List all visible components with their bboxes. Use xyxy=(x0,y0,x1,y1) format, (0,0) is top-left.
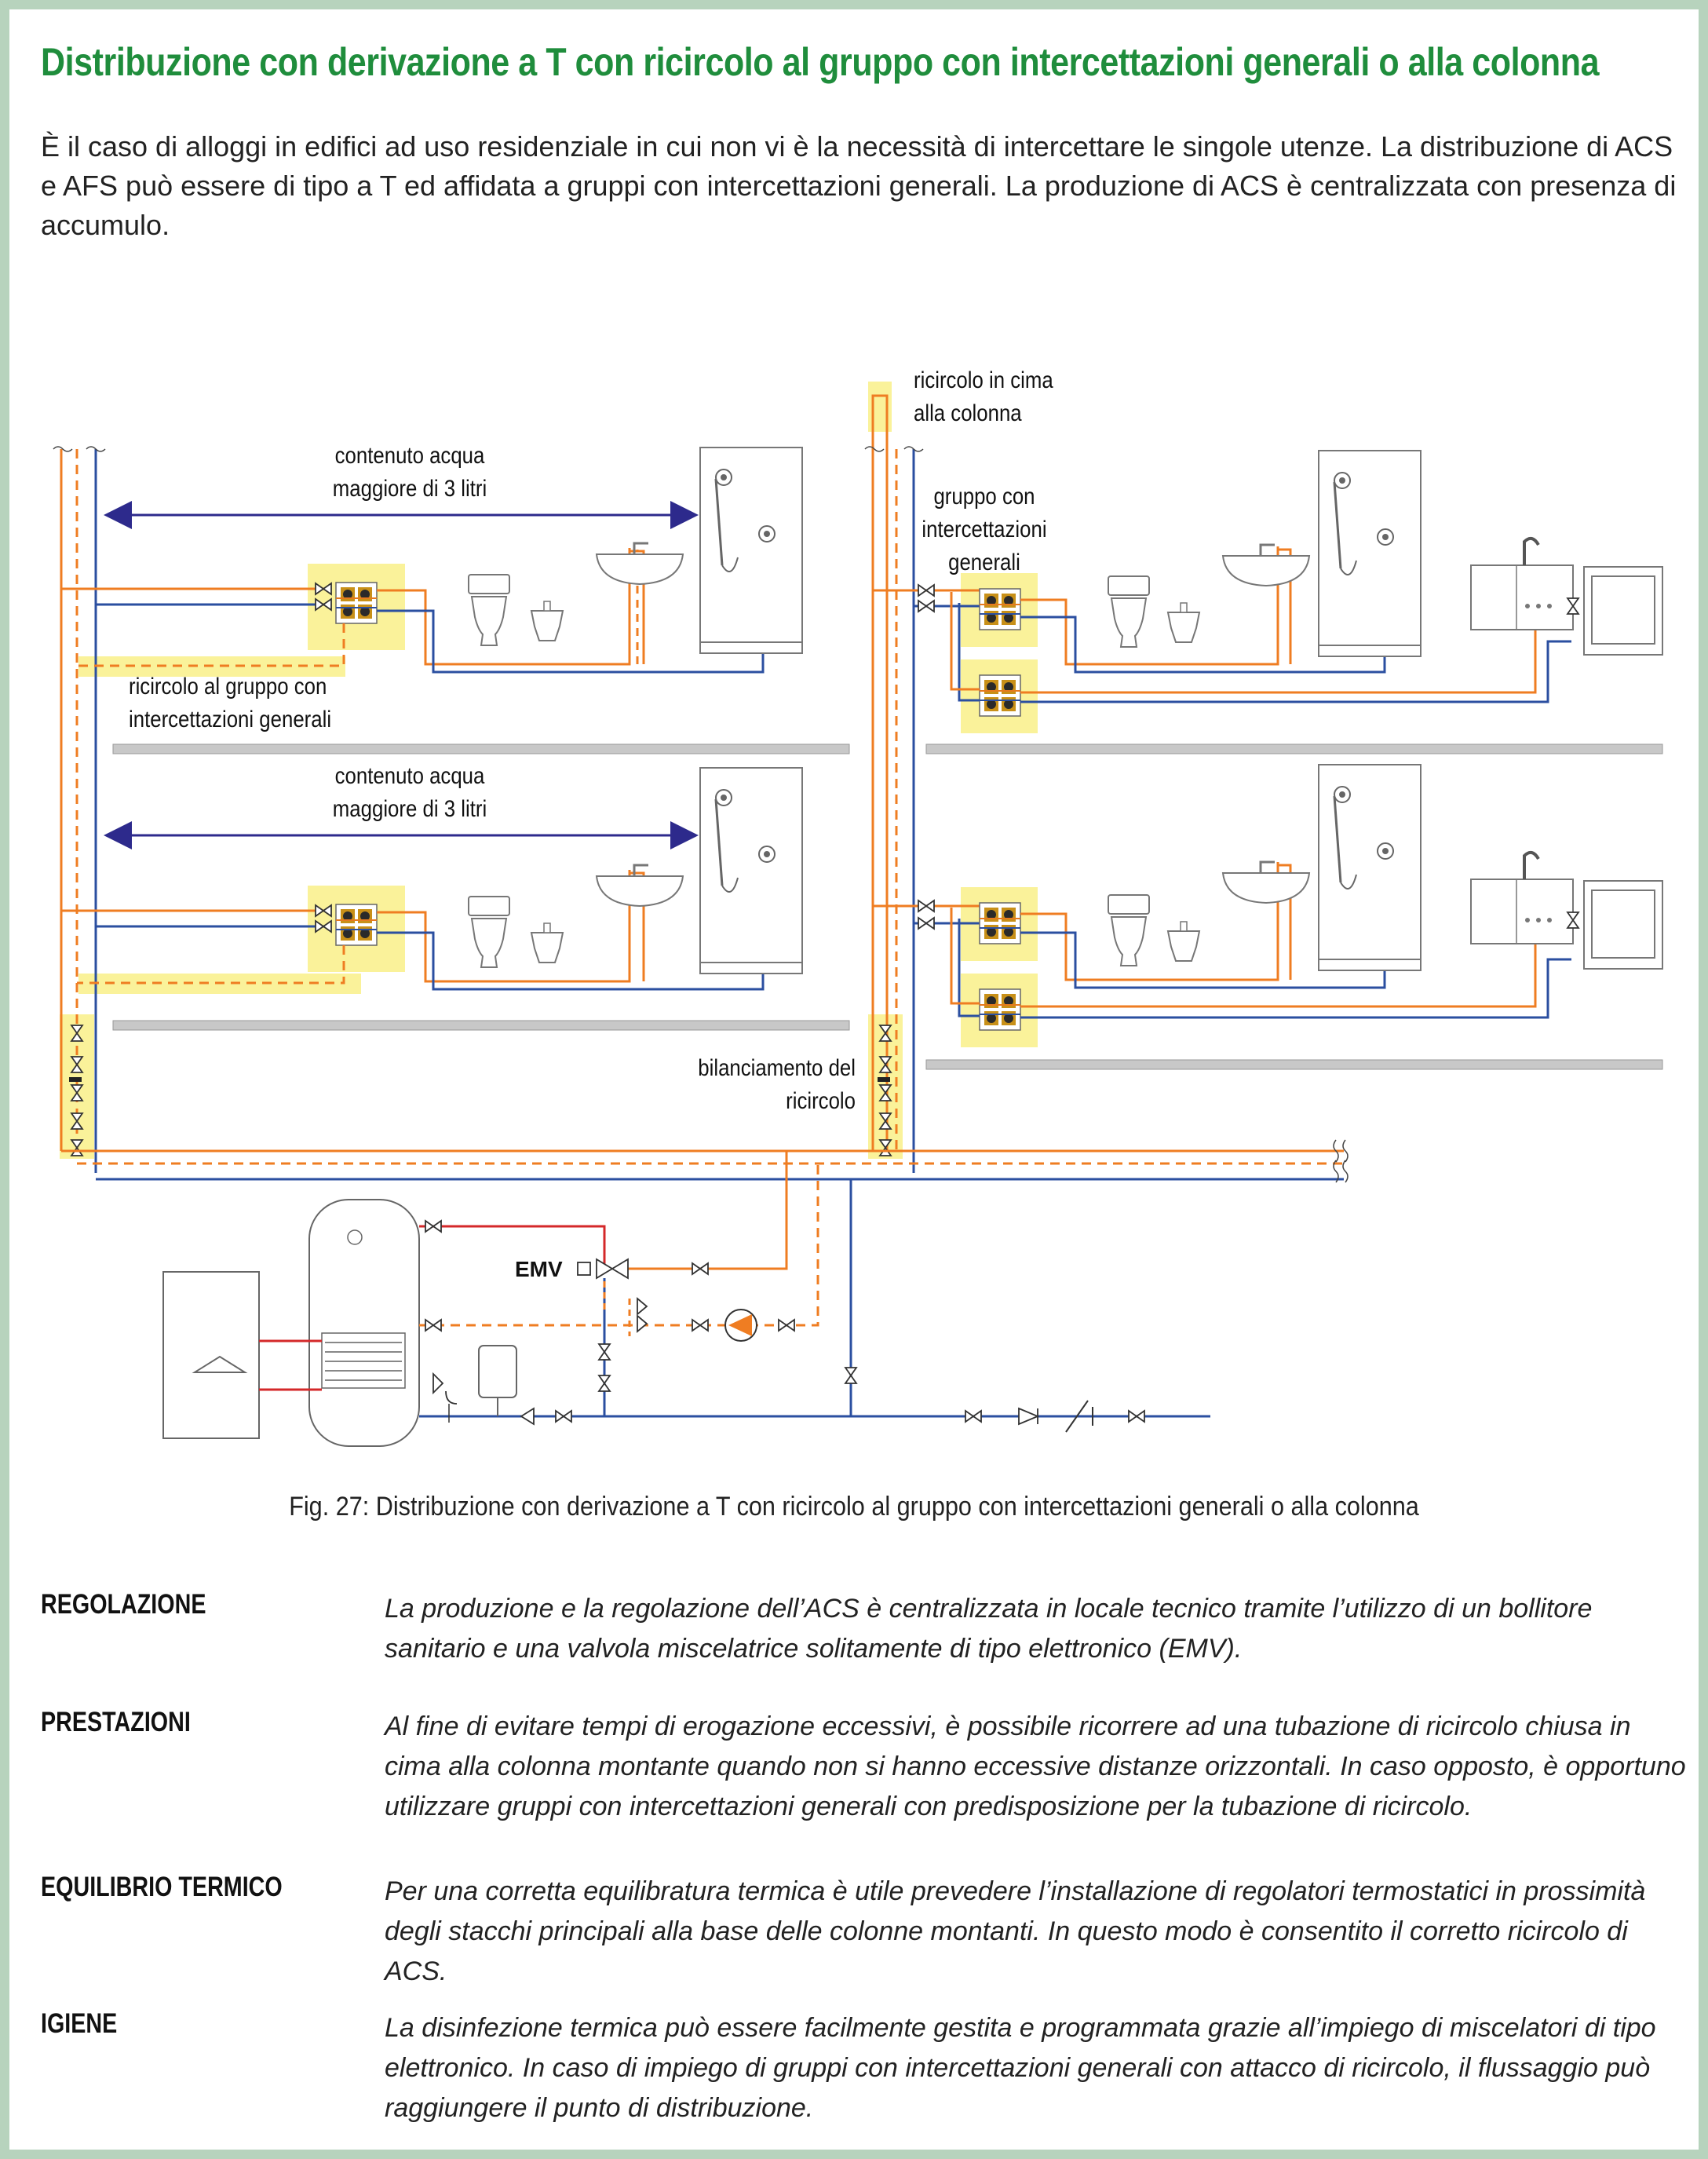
section-label: PRESTAZIONI xyxy=(41,1707,191,1737)
intro-paragraph: È il caso di alloggi in edifici ad uso r… xyxy=(41,130,1677,241)
plumbing-diagram: contenuto acqua maggiore di 3 litri cont… xyxy=(53,367,1663,1447)
page: Distribuzione con derivazione a T con ri… xyxy=(9,9,1699,2150)
label-bilanciamento-a: bilanciamento del xyxy=(698,1054,856,1080)
label-contenuto-1b: maggiore di 3 litri xyxy=(333,475,487,501)
section-text: La produzione e la regolazione dell’ACS … xyxy=(385,1594,1593,1664)
section-label: REGOLAZIONE xyxy=(41,1589,206,1620)
section-text: Per una corretta equilibratura termica è… xyxy=(385,1876,1646,1986)
label-emv: EMV xyxy=(515,1257,563,1281)
section-label: EQUILIBRIO TERMICO xyxy=(41,1872,283,1902)
label-contenuto-2a: contenuto acqua xyxy=(335,762,485,788)
page-title: Distribuzione con derivazione a T con ri… xyxy=(41,40,1600,84)
kitchen-sink-2 xyxy=(1470,850,1663,970)
section-label: IGIENE xyxy=(41,2008,118,2039)
label-ricircolo-gruppo-a: ricircolo al gruppo con xyxy=(129,673,327,699)
right-column xyxy=(864,382,1663,1173)
section-text: La disinfezione termica può essere facil… xyxy=(385,2013,1656,2123)
label-ricircolo-cima-a: ricircolo in cima xyxy=(914,367,1053,393)
label-gruppo-c: generali xyxy=(948,549,1020,575)
kitchen-sink xyxy=(1470,536,1663,656)
label-contenuto-2b: maggiore di 3 litri xyxy=(333,795,487,821)
label-ricircolo-gruppo-b: intercettazioni generali xyxy=(129,706,331,732)
label-bilanciamento-b: ricircolo xyxy=(786,1087,856,1113)
figure-caption: Fig. 27: Distribuzione con derivazione a… xyxy=(289,1492,1419,1522)
label-contenuto-1a: contenuto acqua xyxy=(335,442,485,468)
label-gruppo-a: gruppo con xyxy=(933,483,1035,509)
section-text: Al fine di evitare tempi di erogazione e… xyxy=(385,1711,1686,1821)
label-ricircolo-cima-b: alla colonna xyxy=(914,400,1022,426)
central-plant xyxy=(162,1151,1210,1447)
left-column xyxy=(53,446,804,1173)
label-gruppo-b: intercettazioni xyxy=(922,516,1046,542)
